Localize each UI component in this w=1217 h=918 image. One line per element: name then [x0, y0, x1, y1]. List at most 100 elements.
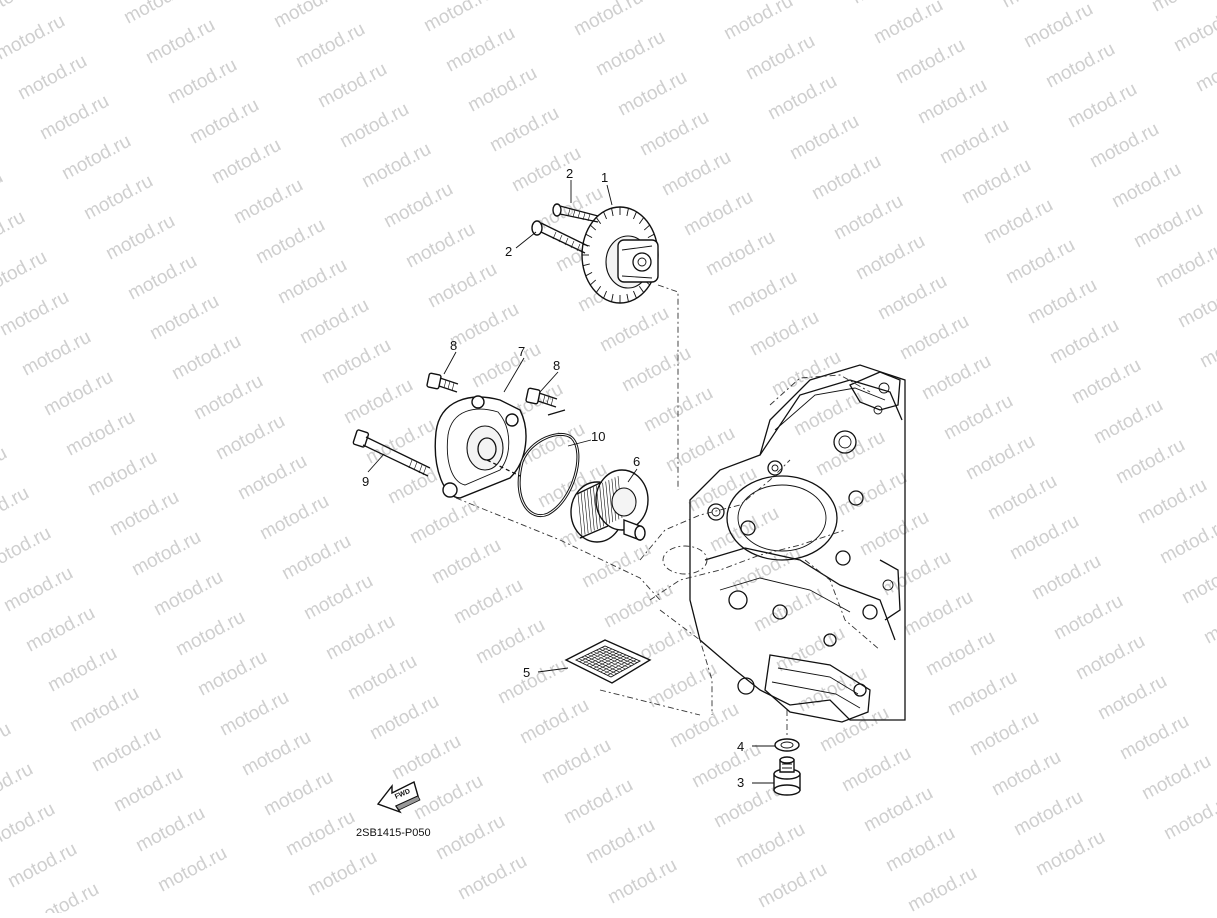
watermark-text: motod.ru	[786, 111, 862, 165]
watermark-text: motod.ru	[0, 287, 73, 341]
watermark-text: motod.ru	[702, 227, 778, 281]
watermark-text: motod.ru	[36, 91, 112, 145]
callout-5: 5	[523, 665, 530, 680]
callout-9: 9	[362, 474, 369, 489]
watermark-text: motod.ru	[962, 431, 1038, 485]
watermark-text: motod.ru	[794, 663, 870, 717]
watermark-text: motod.ru	[1042, 39, 1118, 93]
watermark-text: motod.ru	[110, 763, 186, 817]
watermark-text: motod.ru	[80, 171, 156, 225]
watermark-text: motod.ru	[154, 843, 230, 897]
watermark-text: motod.ru	[208, 135, 284, 189]
callout-8-right: 8	[553, 358, 560, 373]
watermark-text: motod.ru	[102, 211, 178, 265]
watermark-text: motod.ru	[164, 55, 240, 109]
watermark-text: motod.ru	[142, 15, 218, 69]
watermark-text: motod.ru	[980, 195, 1056, 249]
watermark-text: motod.ru	[238, 727, 314, 781]
watermark-text: motod.ru	[120, 0, 196, 28]
watermark-text: motod.ru	[26, 879, 102, 913]
watermark-text: motod.ru	[1192, 43, 1217, 97]
watermark-text: motod.ru	[1090, 395, 1166, 449]
watermark-text: motod.ru	[234, 451, 310, 505]
watermark-text: motod.ru	[420, 0, 496, 36]
callout-3: 3	[737, 775, 744, 790]
watermark-text: motod.ru	[1072, 631, 1148, 685]
watermark-text: motod.ru	[904, 863, 980, 913]
watermark-text: motod.ru	[724, 267, 800, 321]
watermark-text: motod.ru	[270, 0, 346, 32]
watermark-text: motod.ru	[428, 535, 504, 589]
watermark-text: motod.ru	[146, 291, 222, 345]
watermark-text: motod.ru	[772, 623, 848, 677]
watermark-text: motod.ru	[830, 191, 906, 245]
watermark-text: motod.ru	[746, 307, 822, 361]
callout-7: 7	[518, 344, 525, 359]
watermark-text: motod.ru	[0, 167, 7, 221]
watermark-text: motod.ru	[172, 607, 248, 661]
watermark-text: motod.ru	[596, 303, 672, 357]
watermark-text: motod.ru	[124, 251, 200, 305]
watermark-text: motod.ru	[336, 99, 412, 153]
watermark-text: motod.ru	[454, 851, 530, 905]
watermark-text: motod.ru	[318, 335, 394, 389]
watermark-text: motod.ru	[22, 603, 98, 657]
watermark-text: motod.ru	[0, 483, 33, 537]
watermark-text: motod.ru	[1068, 355, 1144, 409]
watermark-text: motod.ru	[662, 423, 738, 477]
watermark-text: motod.ru	[380, 179, 456, 233]
watermark-text: motod.ru	[874, 271, 950, 325]
watermark-text: motod.ru	[256, 491, 332, 545]
watermark-text: motod.ru	[432, 811, 508, 865]
watermark-text: motod.ru	[344, 651, 420, 705]
watermark-text: motod.ru	[486, 103, 562, 157]
watermark-text: motod.ru	[958, 155, 1034, 209]
watermark-text: motod.ru	[88, 723, 164, 777]
watermark-text: motod.ru	[988, 747, 1064, 801]
watermark-text: motod.ru	[494, 655, 570, 709]
watermark-text: motod.ru	[410, 771, 486, 825]
watermark-text: motod.ru	[896, 311, 972, 365]
watermark-text: motod.ru	[742, 31, 818, 85]
watermark-text: motod.ru	[304, 847, 380, 901]
watermark-text: motod.ru	[750, 583, 826, 637]
watermark-text: motod.ru	[358, 139, 434, 193]
watermark-text: motod.ru	[882, 823, 958, 877]
watermark-text: motod.ru	[190, 371, 266, 425]
watermark-text: motod.ru	[578, 539, 654, 593]
watermark-text: motod.ru	[278, 531, 354, 585]
watermark-text: motod.ru	[636, 107, 712, 161]
watermark-text: motod.ru	[212, 411, 288, 465]
watermark-text: motod.ru	[128, 527, 204, 581]
watermark-text: motod.ru	[1138, 751, 1214, 805]
watermark-text: motod.ru	[892, 35, 968, 89]
watermark-text: motod.ru	[1152, 239, 1217, 293]
watermark-text: motod.ru	[966, 707, 1042, 761]
watermark-text: motod.ru	[582, 815, 658, 869]
watermark-text: motod.ru	[1064, 79, 1140, 133]
watermark-text: motod.ru	[1112, 435, 1188, 489]
watermark-text: motod.ru	[1024, 275, 1100, 329]
watermark-text: motod.ru	[856, 507, 932, 561]
watermark-text: motod.ru	[1148, 0, 1217, 16]
watermark-text: motod.ru	[838, 743, 914, 797]
watermark-text: motod.ru	[0, 719, 15, 773]
watermark-text: motod.ru	[0, 799, 59, 853]
watermark-text: motod.ru	[1086, 119, 1162, 173]
watermark-text: motod.ru	[0, 759, 37, 813]
watermark-text: motod.ru	[834, 467, 910, 521]
watermark-text: motod.ru	[446, 299, 522, 353]
watermark-text: motod.ru	[150, 567, 226, 621]
watermark-text: motod.ru	[450, 575, 526, 629]
watermark-text: motod.ru	[106, 487, 182, 541]
callout-4: 4	[737, 739, 744, 754]
watermark-text: motod.ru	[852, 231, 928, 285]
watermark-text: motod.ru	[940, 391, 1016, 445]
watermark-text: motod.ru	[658, 147, 734, 201]
watermark-text: motod.ru	[1006, 511, 1082, 565]
diagram-code: 2SB1415-P050	[356, 827, 431, 839]
watermark-text: motod.ru	[1050, 591, 1126, 645]
watermark-text: motod.ru	[340, 375, 416, 429]
